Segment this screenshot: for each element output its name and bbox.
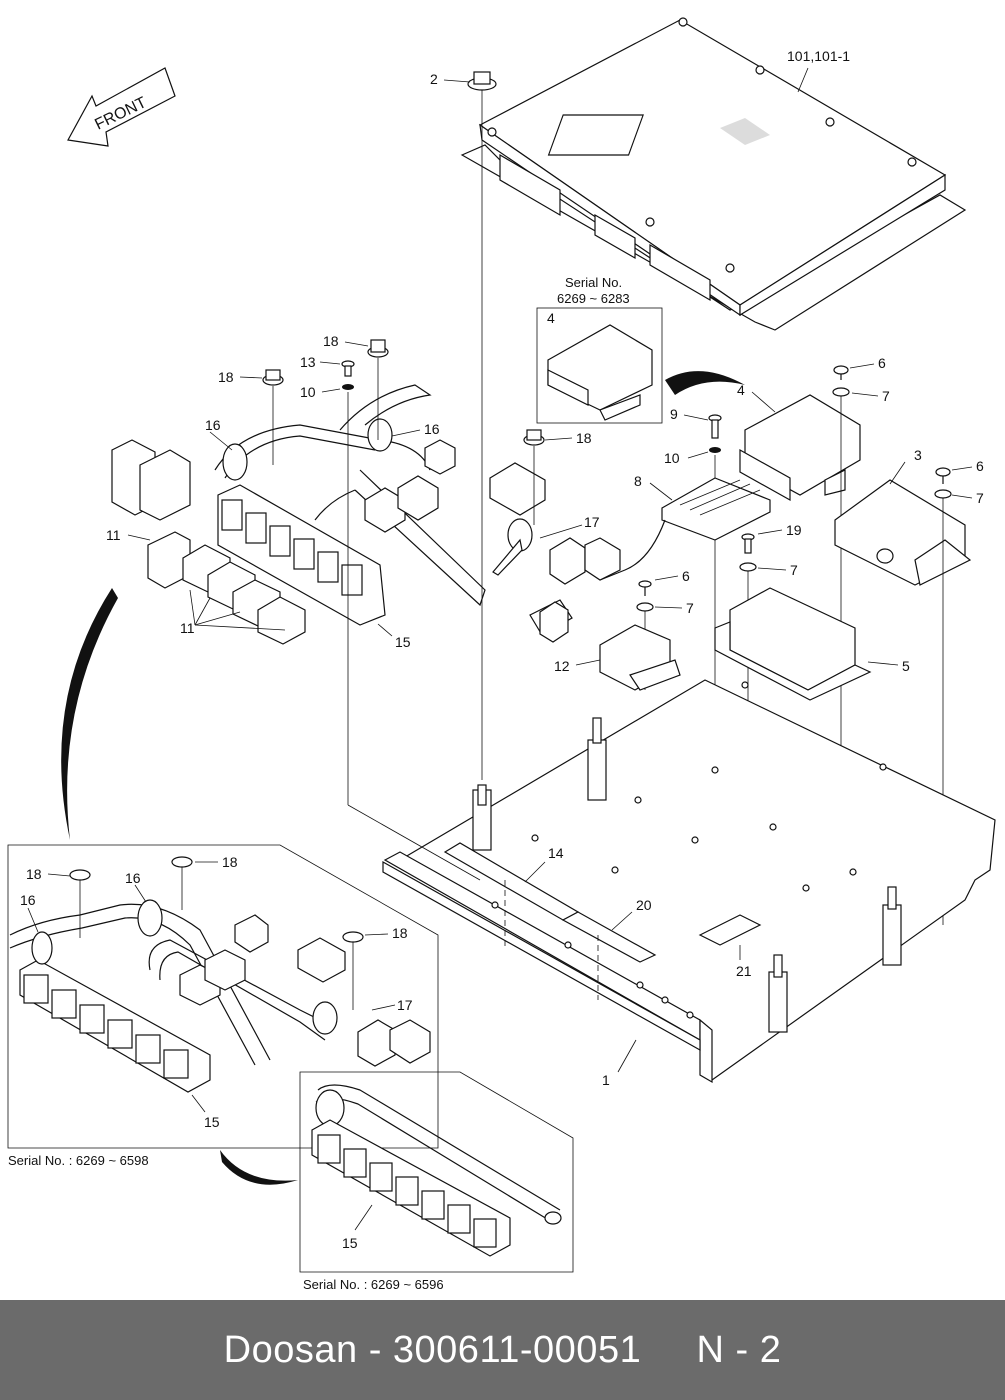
curved-arrow-bottom xyxy=(220,1150,298,1185)
callout-14: 14 xyxy=(548,845,564,861)
callout-17-b: 17 xyxy=(397,997,413,1013)
callout-6-a: 6 xyxy=(878,355,886,371)
wire-harness-main xyxy=(111,384,621,643)
callout-19: 19 xyxy=(786,522,802,538)
curved-arrow-top xyxy=(665,371,745,395)
parts-exploded-diagram: FRONT 101,101-1 2 Serial No. 6269 ~ 6283 xyxy=(7,17,996,1292)
callout-2: 2 xyxy=(430,71,438,87)
relay-block-15 xyxy=(217,484,386,626)
callout-11-a: 11 xyxy=(106,527,121,543)
callout-16-b: 16 xyxy=(424,421,440,437)
callout-5: 5 xyxy=(902,658,910,674)
part-8 xyxy=(599,477,771,581)
part-3 xyxy=(834,479,972,586)
callout-6-b: 6 xyxy=(976,458,984,474)
inset-box-right xyxy=(299,1071,574,1273)
callout-16-a: 16 xyxy=(205,417,221,433)
callout-7-b: 7 xyxy=(976,490,984,506)
relays-11 xyxy=(182,544,306,645)
callout-10-a: 10 xyxy=(664,450,680,466)
part-5 xyxy=(714,587,872,701)
callout-18-a: 18 xyxy=(218,369,234,385)
bolts-upper-harness xyxy=(262,339,545,881)
callout-10-b: 10 xyxy=(300,384,316,400)
callout-7-a: 7 xyxy=(882,388,890,404)
front-arrow: FRONT xyxy=(67,67,176,147)
base-plate xyxy=(382,679,996,1084)
callout-15-b: 15 xyxy=(204,1114,220,1130)
serial-top-line1: Serial No. xyxy=(565,275,622,290)
strips xyxy=(443,842,762,1000)
callout-18-c: 18 xyxy=(576,430,592,446)
callout-15-a: 15 xyxy=(395,634,411,650)
callout-11-b: 11 xyxy=(180,620,195,636)
callout-9: 9 xyxy=(670,406,678,422)
inset-box-left xyxy=(7,844,439,1149)
callout-4: 4 xyxy=(737,382,745,398)
controller-unit xyxy=(460,17,967,331)
footer-text: Doosan - 300611-00051 N - 2 xyxy=(223,1328,782,1371)
callout-6-c: 6 xyxy=(682,568,690,584)
callout-15-c: 15 xyxy=(342,1235,358,1251)
curved-arrow-left xyxy=(61,588,118,840)
callout-3: 3 xyxy=(914,447,922,463)
callout-20: 20 xyxy=(636,897,652,913)
callout-1: 1 xyxy=(602,1072,610,1088)
callout-18-d: 18 xyxy=(26,866,42,882)
callout-7-c: 7 xyxy=(790,562,798,578)
callout-16-d: 16 xyxy=(125,870,141,886)
inset-left-harness xyxy=(9,856,431,1093)
module-4-old xyxy=(547,324,653,421)
callout-16-c: 16 xyxy=(20,892,36,908)
callout-21: 21 xyxy=(736,963,752,979)
callout-4-top: 4 xyxy=(547,310,555,326)
callout-17-a: 17 xyxy=(584,514,600,530)
inset-right-harness xyxy=(311,1084,562,1257)
serial-box-top xyxy=(536,307,663,424)
module-4 xyxy=(739,394,861,502)
bolt-2 xyxy=(467,71,497,780)
serial-top-line2: 6269 ~ 6283 xyxy=(557,291,630,306)
callout-8: 8 xyxy=(634,473,642,489)
callout-18-f: 18 xyxy=(392,925,408,941)
callout-101: 101,101-1 xyxy=(787,48,850,64)
standoffs xyxy=(472,717,902,1033)
callout-13: 13 xyxy=(300,354,316,370)
callout-12: 12 xyxy=(554,658,570,674)
callout-7-d: 7 xyxy=(686,600,694,616)
callout-18-e: 18 xyxy=(222,854,238,870)
callout-18-b: 18 xyxy=(323,333,339,349)
serial-right: Serial No. : 6269 ~ 6596 xyxy=(303,1277,444,1292)
footer-bar: Doosan - 300611-00051 N - 2 xyxy=(0,1300,1005,1400)
serial-left: Serial No. : 6269 ~ 6598 xyxy=(8,1153,149,1168)
